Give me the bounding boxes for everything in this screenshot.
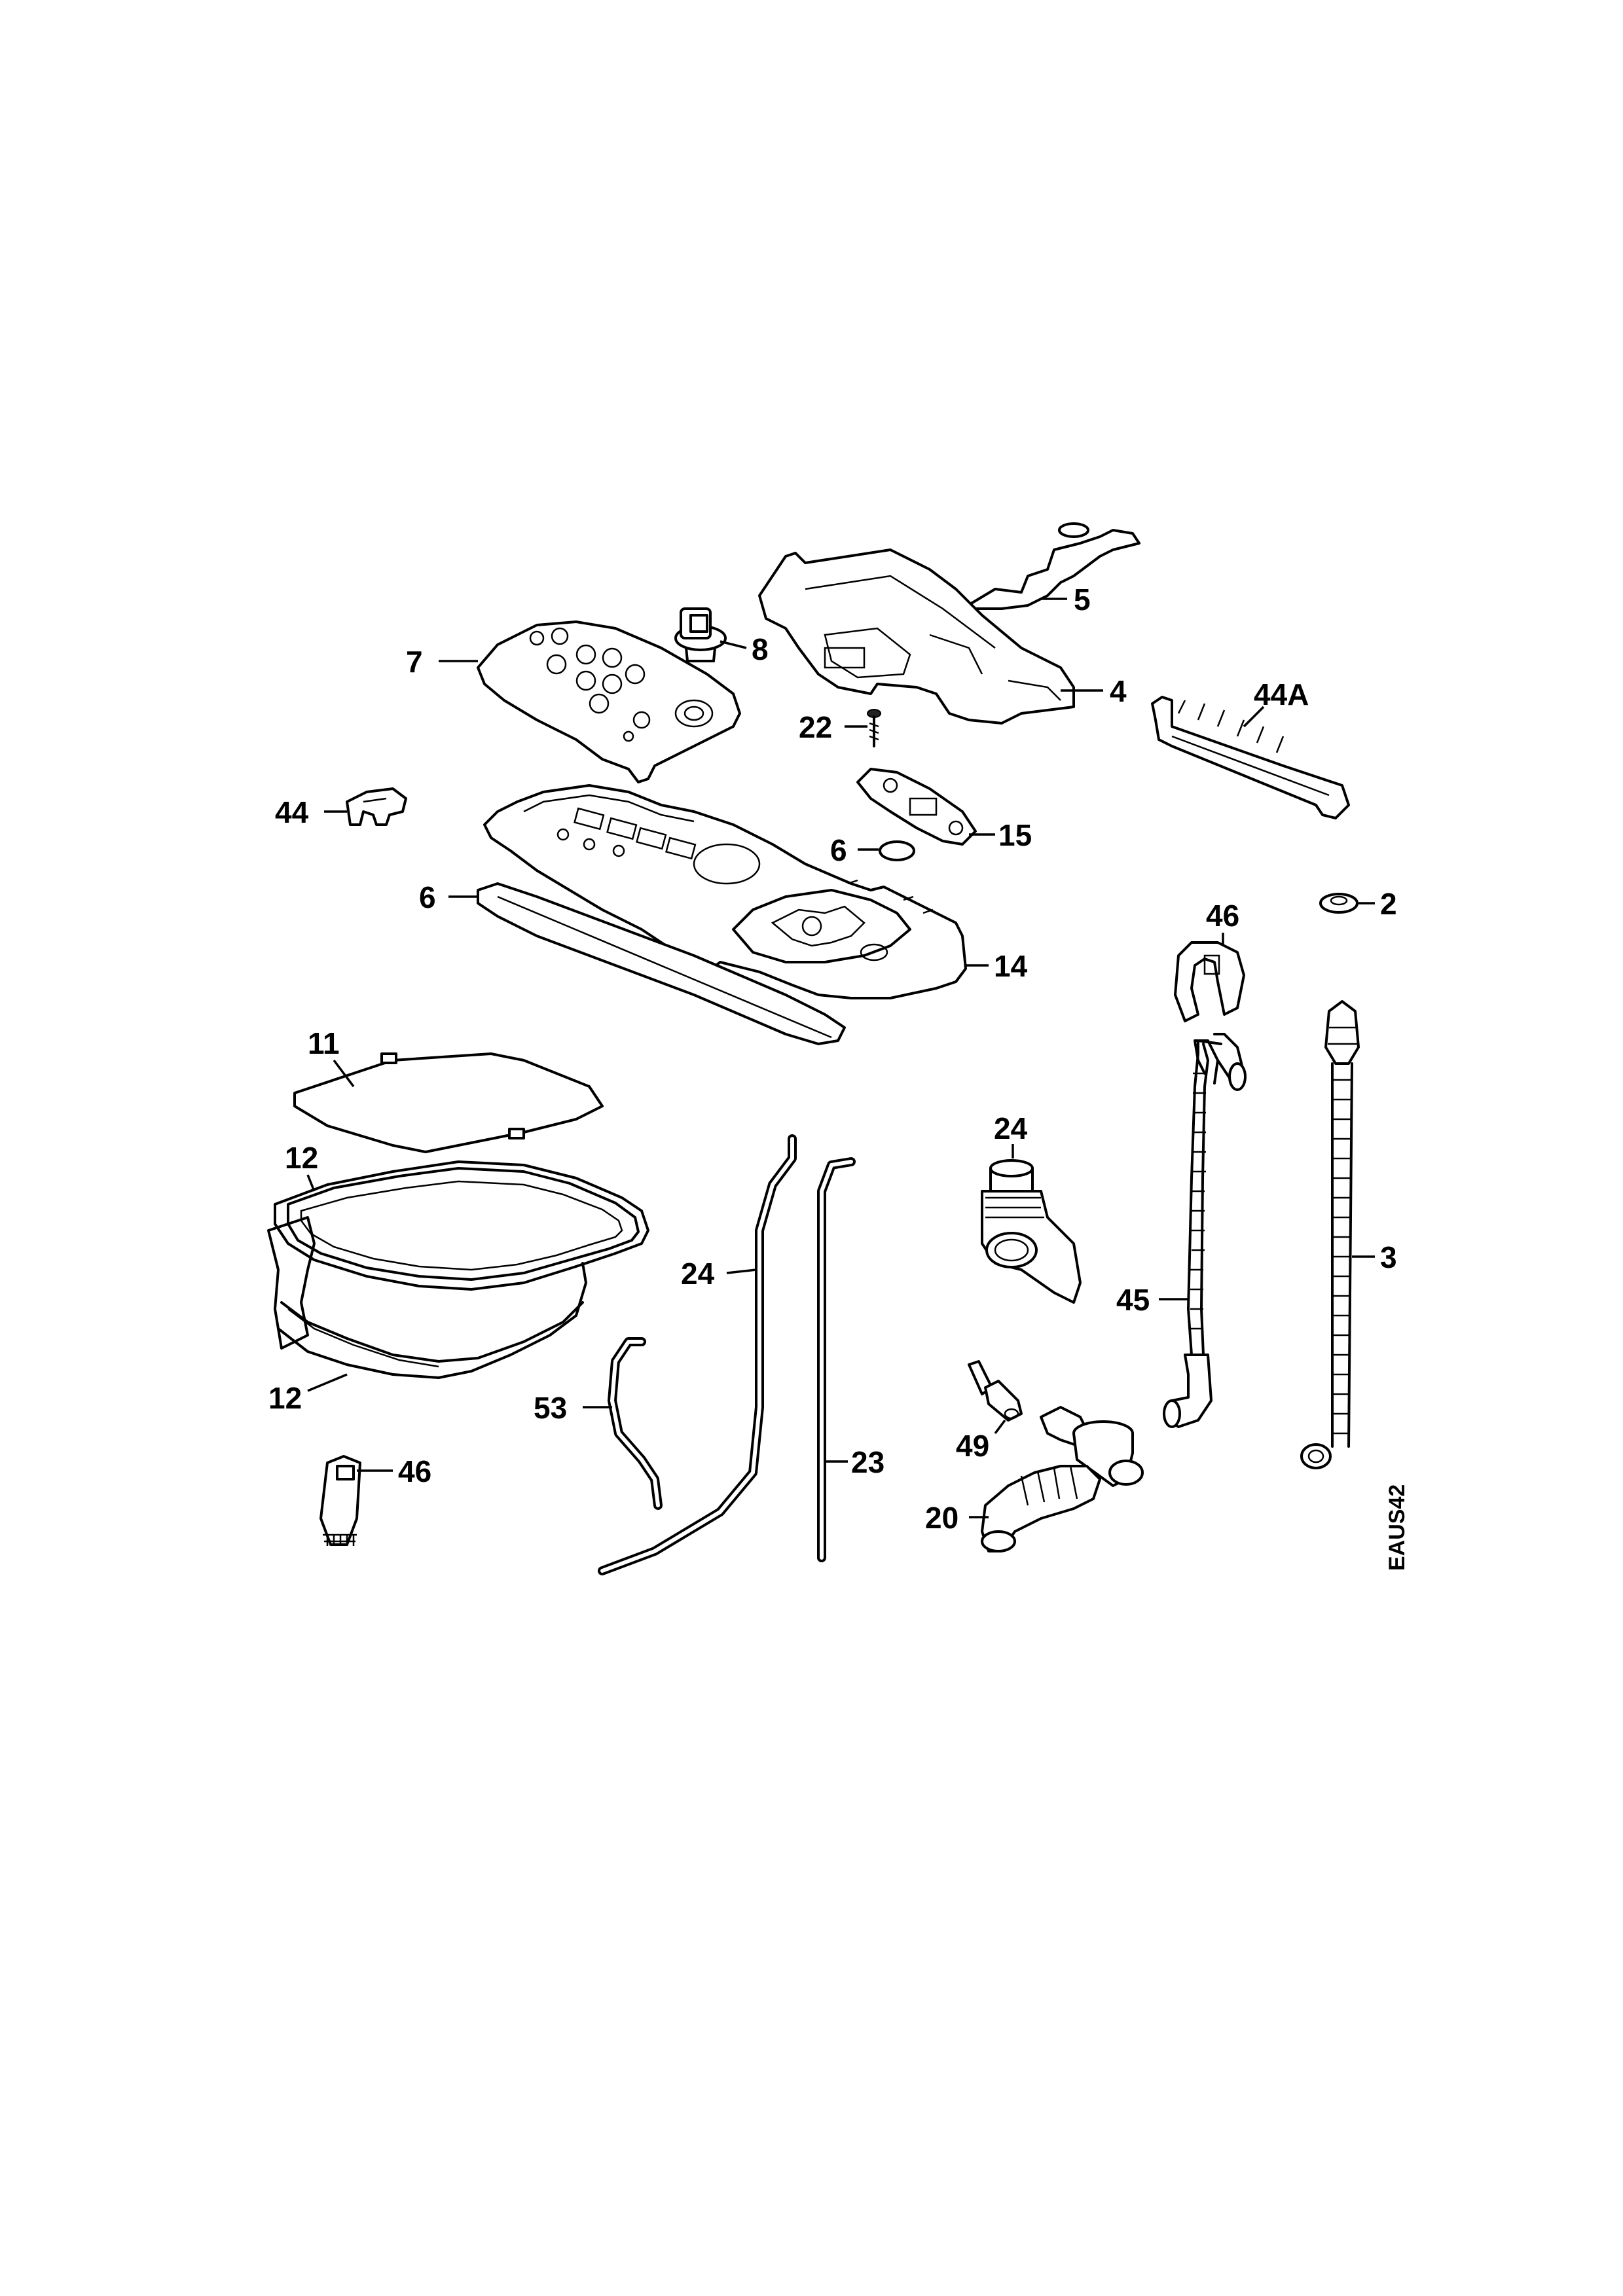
part-15-latch: [856, 768, 977, 846]
svg-text:3: 3: [1380, 1240, 1397, 1274]
part-45-drain-hose: [1163, 1033, 1247, 1428]
part-52-nozzle: [968, 1360, 1023, 1422]
part-4-bracket: [961, 522, 1140, 610]
callout-44: 44: [275, 795, 347, 829]
svg-text:45: 45: [1116, 1283, 1150, 1317]
callout-22: 23: [826, 1445, 884, 1479]
part-20-drain-bellow: [981, 1406, 1144, 1552]
part-22-hose: [817, 1157, 856, 1562]
svg-text:12: 12: [285, 1141, 318, 1175]
part-44A-rail: [1151, 696, 1350, 819]
part-46-hose-hook: [1174, 941, 1245, 1022]
svg-text:7: 7: [406, 645, 423, 679]
svg-text:2: 2: [1380, 887, 1397, 921]
svg-text:12: 12: [268, 1381, 302, 1415]
svg-text:44: 44: [275, 795, 309, 829]
callout-53: 53: [534, 1391, 612, 1425]
callout-15: 15: [969, 818, 1032, 852]
part-12-bellow: [277, 1262, 587, 1379]
svg-text:5: 5: [1074, 583, 1091, 617]
callout-3: 3: [1352, 1240, 1397, 1274]
svg-text:24: 24: [994, 1111, 1028, 1145]
callout-14: 14: [966, 949, 1028, 983]
callout-11: 12: [285, 1141, 318, 1192]
part-3-inlet-hose: [1300, 1000, 1360, 1469]
callout-5: 4: [1061, 674, 1127, 708]
part-24-sump-fitting: [981, 1159, 1082, 1304]
part-5-dispenser-housing: [758, 548, 1075, 725]
svg-text:11: 11: [308, 1026, 340, 1060]
callout-2: 2: [1359, 887, 1397, 921]
callout-8: 7: [406, 645, 478, 679]
part-44-clip: [346, 787, 407, 826]
callout-49: 46: [357, 1454, 431, 1488]
part-53-hose: [608, 1337, 663, 1510]
svg-text:20: 20: [925, 1501, 958, 1535]
callout-9: 8: [720, 632, 769, 666]
callout-52: 49: [956, 1419, 1006, 1463]
svg-text:23: 23: [851, 1445, 884, 1479]
callout-20: 20: [925, 1501, 989, 1535]
svg-text:14: 14: [994, 949, 1028, 983]
part-11-gasket-frame: [267, 1160, 649, 1350]
callout-12: 12: [268, 1373, 348, 1415]
part-6-seal-strip: [477, 882, 846, 1045]
part-9-knob: [674, 607, 727, 662]
callout-4: 5: [1041, 583, 1091, 617]
part-8-control-panel: [477, 620, 741, 783]
callout-44A: 44A: [1243, 677, 1309, 728]
callout-23: 24: [681, 1257, 757, 1291]
svg-text:46: 46: [1206, 899, 1239, 933]
svg-text:22: 22: [799, 710, 832, 744]
svg-text:24: 24: [681, 1257, 715, 1291]
diagram-code: EAUS42: [1385, 1484, 1410, 1571]
callout-21: 22: [799, 710, 867, 744]
svg-text:6: 6: [419, 880, 436, 914]
part-2-washer: [1319, 893, 1359, 914]
part-23-hose: [598, 1134, 797, 1575]
svg-text:49: 49: [956, 1429, 989, 1463]
part-14-top-plate: [483, 784, 967, 999]
part-49-filter-tab: [319, 1455, 361, 1546]
svg-text:53: 53: [534, 1391, 567, 1425]
callout-6: 6: [419, 880, 478, 914]
svg-text:15: 15: [998, 818, 1032, 852]
svg-text:44A: 44A: [1254, 677, 1309, 711]
svg-text:6: 6: [830, 833, 847, 867]
part-21-screw: [867, 709, 881, 747]
svg-text:8: 8: [752, 632, 769, 666]
callout-10: 11: [308, 1026, 355, 1088]
callout-24: 24: [994, 1111, 1028, 1158]
callout-7: 6: [830, 833, 879, 867]
part-7-ring: [879, 840, 915, 861]
callout-45: 45: [1116, 1283, 1188, 1317]
callout-46: 46: [1206, 899, 1239, 946]
svg-text:46: 46: [398, 1454, 431, 1488]
svg-text:4: 4: [1110, 674, 1127, 708]
part-10-cover-panel: [293, 1052, 604, 1153]
